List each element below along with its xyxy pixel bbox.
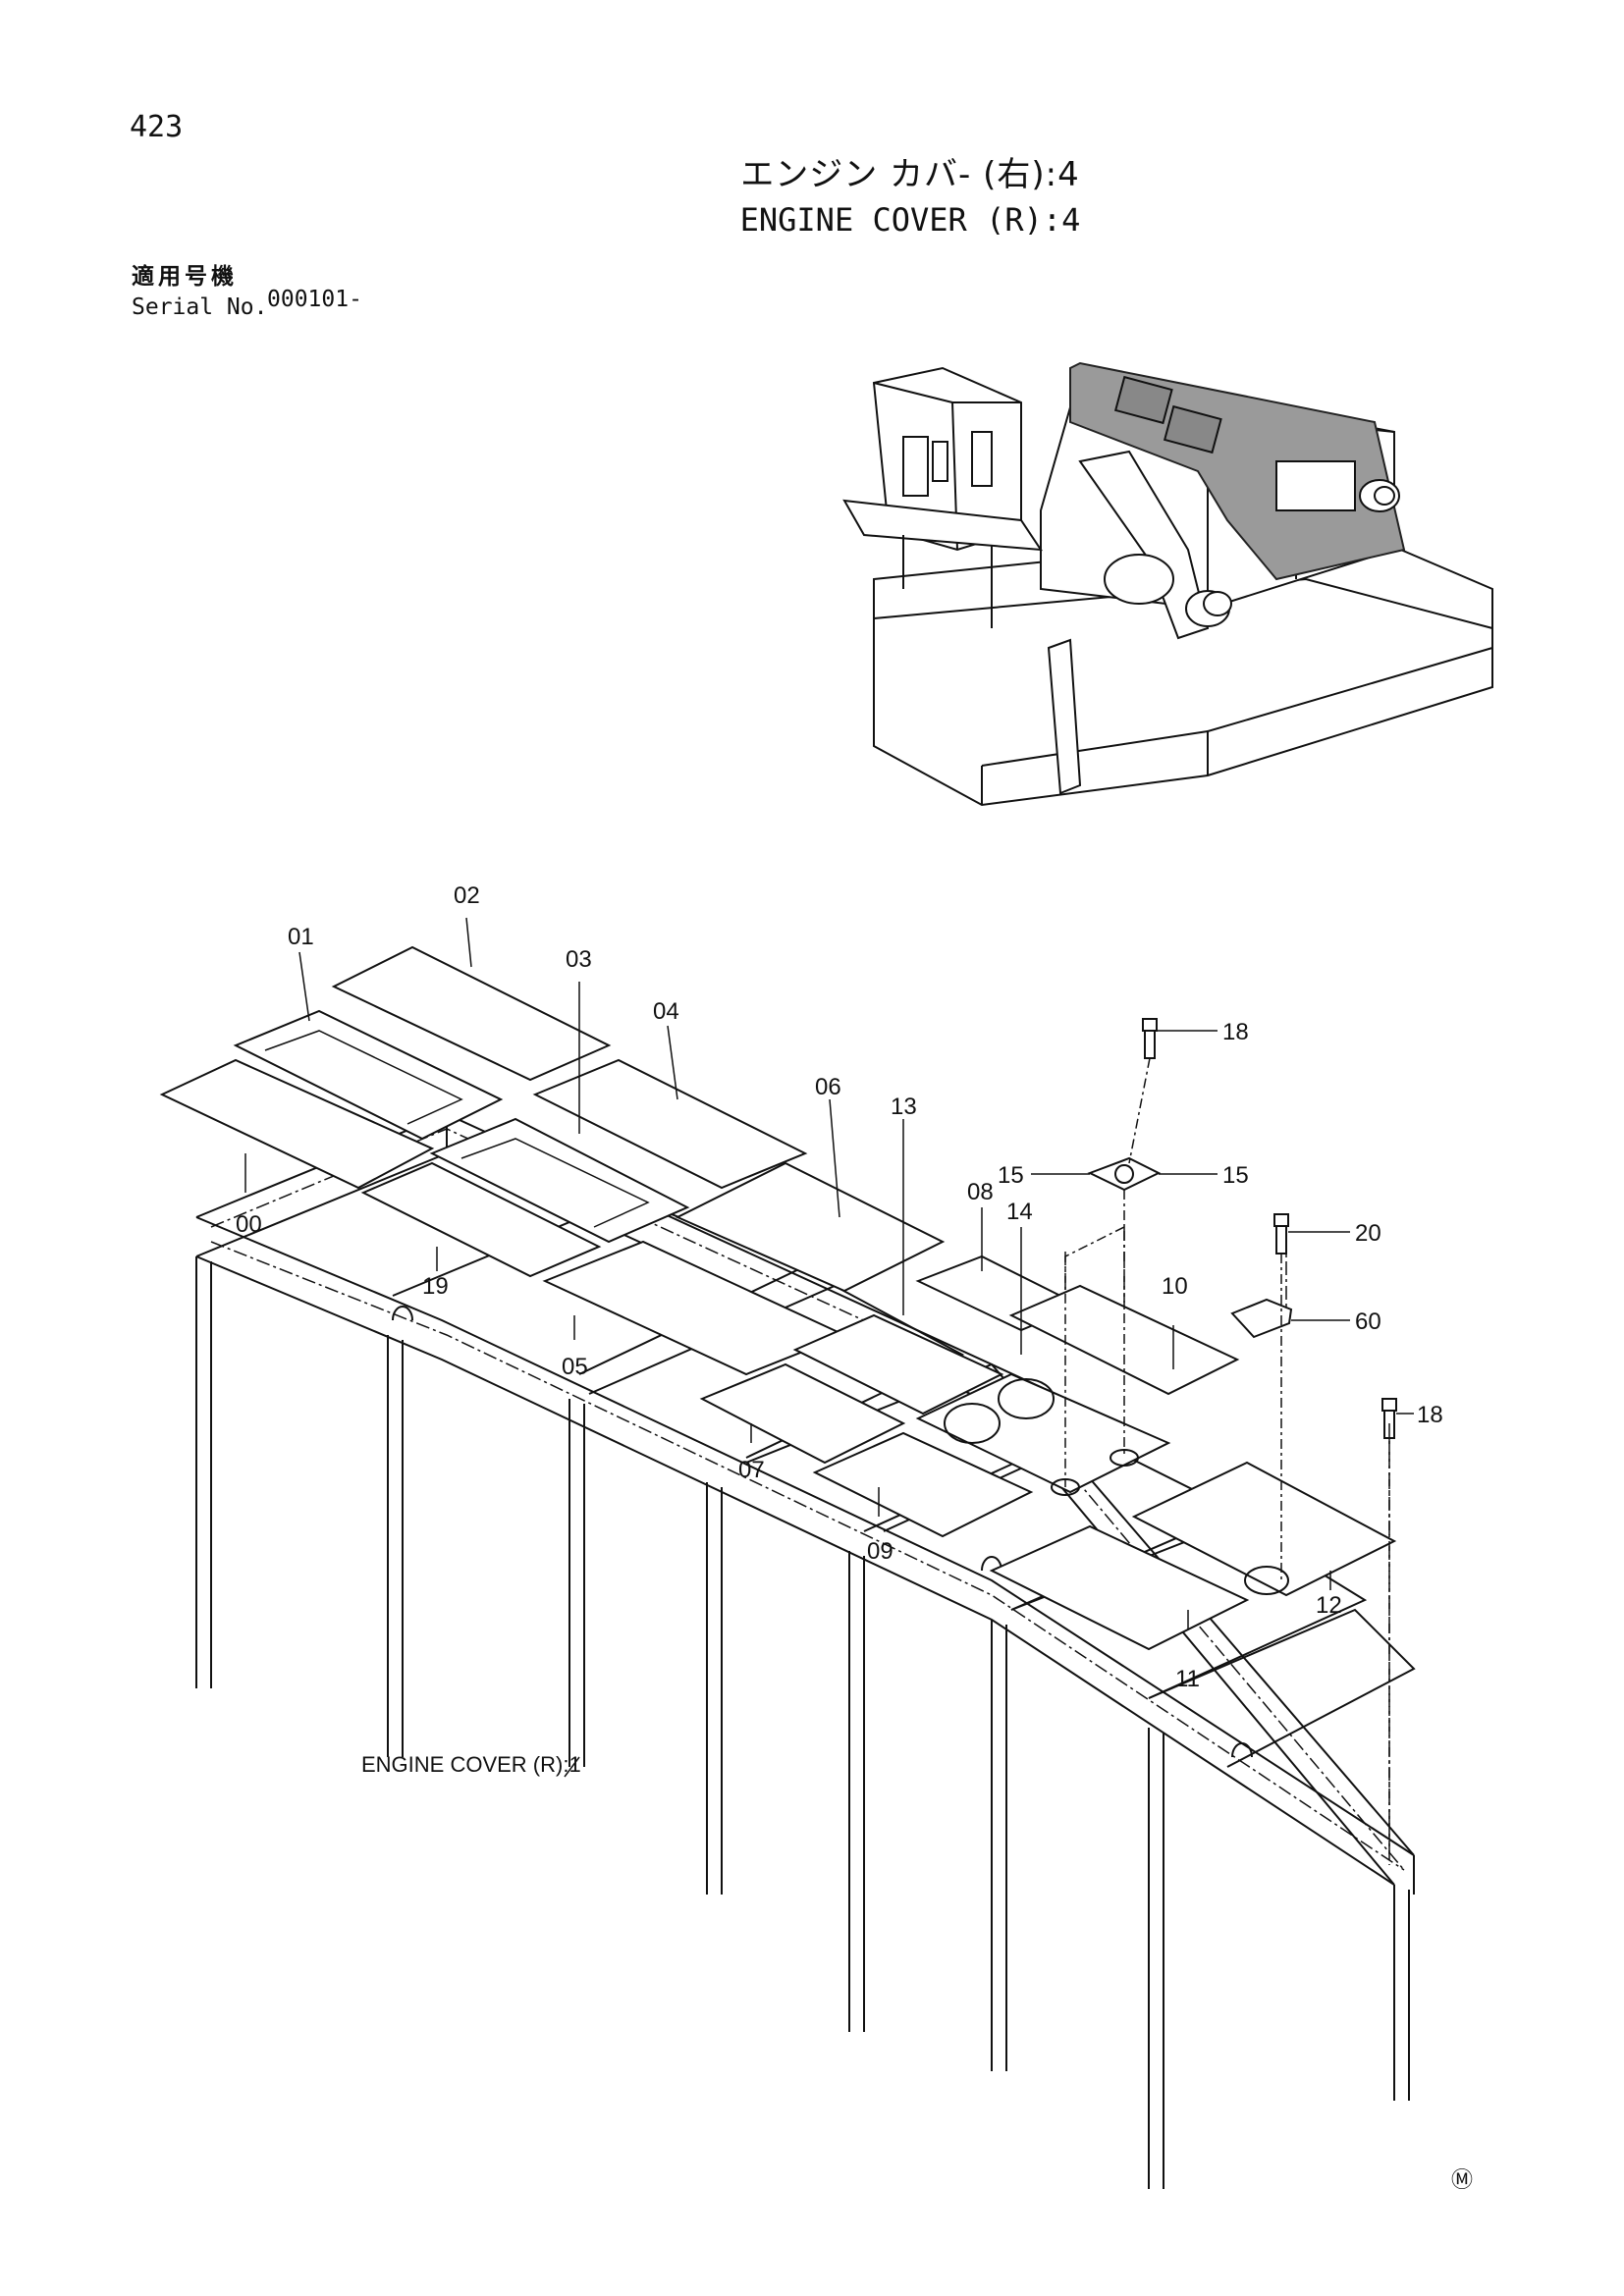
cover-plate-02 xyxy=(331,945,612,1082)
callout-18-upper: 18 xyxy=(1222,1019,1249,1045)
callout-05: 05 xyxy=(562,1354,588,1380)
callout-12: 12 xyxy=(1316,1592,1342,1619)
cover-plate-07 xyxy=(699,1362,906,1465)
bolt-18-upper xyxy=(1142,1018,1158,1059)
callout-03: 03 xyxy=(566,946,592,973)
callout-09: 09 xyxy=(867,1538,893,1565)
callout-13: 13 xyxy=(891,1094,917,1120)
callout-19: 19 xyxy=(422,1273,449,1300)
serial-number-value: 000101- xyxy=(267,287,362,312)
callout-04: 04 xyxy=(653,998,679,1025)
callout-06: 06 xyxy=(815,1074,841,1100)
page-title-japanese: エンジン カバ- (右):4 xyxy=(740,155,1080,194)
cover-plate-00 xyxy=(159,1058,435,1190)
callout-14: 14 xyxy=(1006,1199,1033,1225)
callout-labels: 00 01 02 03 04 05 06 07 08 09 10 11 12 1… xyxy=(236,882,1443,1692)
callout-10: 10 xyxy=(1162,1273,1188,1300)
cover-plate-11 xyxy=(989,1524,1250,1651)
cover-plate-13 xyxy=(792,1313,1004,1415)
corner-mark: Ⓜ xyxy=(1451,2167,1473,2192)
callout-15-right: 15 xyxy=(1222,1162,1249,1189)
bracket-60 xyxy=(1230,1298,1293,1339)
page-title-english: ENGINE COVER (R):4 xyxy=(739,201,1081,239)
cover-plate-04 xyxy=(532,1058,808,1190)
callout-02: 02 xyxy=(454,882,480,909)
support-frame-structure xyxy=(195,1112,1416,2189)
cover-plate-12 xyxy=(1131,1461,1397,1597)
cover-plate-09 xyxy=(812,1431,1034,1538)
callout-15-left: 15 xyxy=(998,1162,1024,1189)
cover-plate-06 xyxy=(675,1161,946,1293)
page-number: 423 xyxy=(130,110,184,144)
callout-00: 00 xyxy=(236,1211,262,1238)
callout-18-lower: 18 xyxy=(1417,1402,1443,1428)
callout-leader-lines xyxy=(244,917,1414,1778)
cover-plate-01 xyxy=(233,1009,504,1141)
cover-plate-03 xyxy=(429,1117,690,1244)
gasket-15 xyxy=(1087,1156,1162,1192)
reference-note: ENGINE COVER (R):1 xyxy=(361,1752,581,1777)
cover-plates-group xyxy=(159,945,1397,1865)
callout-20: 20 xyxy=(1355,1220,1381,1247)
callout-60: 60 xyxy=(1355,1308,1381,1335)
callout-08: 08 xyxy=(967,1179,994,1205)
bolt-20 xyxy=(1273,1213,1289,1255)
cover-plate-19 xyxy=(360,1161,602,1278)
serial-label-japanese: 適用号機 xyxy=(132,264,238,290)
serial-label-english: Serial No. xyxy=(132,294,268,320)
machine-overview-illustration xyxy=(842,361,1493,807)
callout-07: 07 xyxy=(738,1457,765,1483)
callout-11: 11 xyxy=(1175,1666,1200,1692)
callout-01: 01 xyxy=(288,924,314,950)
